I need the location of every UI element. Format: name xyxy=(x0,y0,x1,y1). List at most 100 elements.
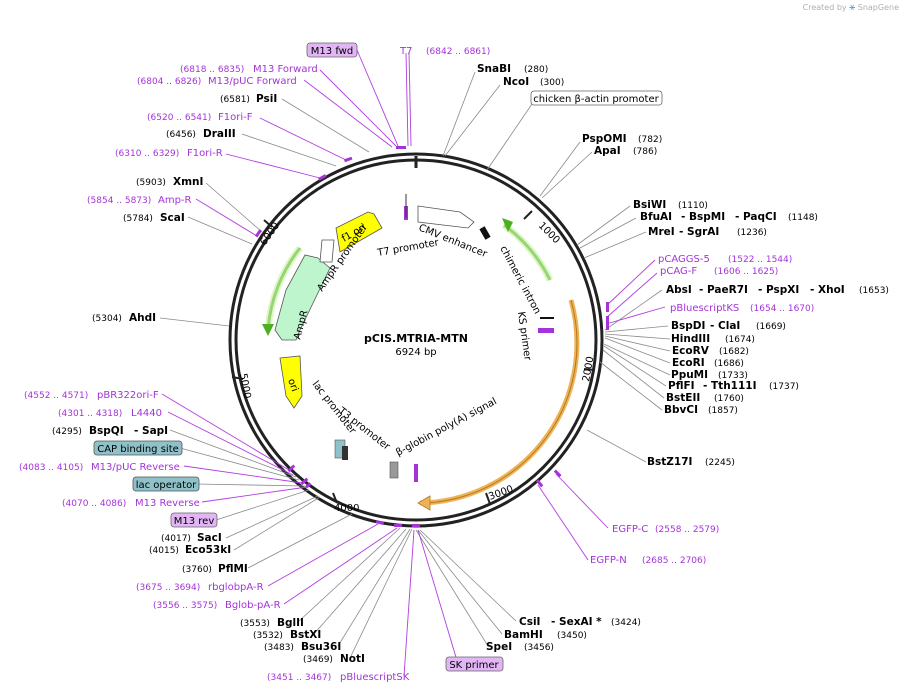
m13rev-label: M13 rev xyxy=(174,516,215,527)
tick-1000: 1000 xyxy=(536,220,562,246)
csii-sep1: - SexAI * xyxy=(551,616,602,628)
bsiwi-name: BsiWI xyxy=(633,199,666,211)
hindiii-name: HindIII xyxy=(671,333,710,345)
m13rev-box xyxy=(170,512,218,528)
eco53ki-pos: (4015) xyxy=(149,546,179,556)
m13puc-rev-pos: (4083 .. 4105) xyxy=(19,463,83,473)
label-ori: ori xyxy=(285,377,300,393)
bfuai-sep1: - BspMI xyxy=(681,211,725,223)
lac-cluster-b xyxy=(342,446,348,460)
bbvci-name: BbvCI xyxy=(664,404,698,416)
mrei-sep1: - SgrAI xyxy=(679,226,719,238)
m13fwd-label: M13 fwd xyxy=(311,46,353,57)
tick-2000: 2000 xyxy=(581,356,596,383)
l4440-name: L4440 xyxy=(131,408,162,419)
snapgene-credit: Created by ⚹ SnapGene xyxy=(803,2,899,13)
scai-pos: (5784) xyxy=(123,214,153,224)
m13puc-fwd-pos: (6804 .. 6826) xyxy=(137,77,201,87)
lac-operator-box xyxy=(132,476,200,492)
bstxi-pos: (3532) xyxy=(253,631,283,641)
f1ori-r-pos: (6310 .. 6329) xyxy=(115,149,179,159)
snabi-pos: (280) xyxy=(524,65,548,75)
bsteii-name: BstEII xyxy=(666,392,700,404)
right-leaders xyxy=(405,52,671,647)
pspomi-pos: (782) xyxy=(638,135,662,145)
label-lac-promoter: lac promoter xyxy=(310,379,359,437)
cap-site-box xyxy=(93,440,183,456)
sk-primer-mark xyxy=(414,464,418,482)
snabi-name: SnaBI xyxy=(477,63,511,75)
ampr-primer-pos: (5854 .. 5873) xyxy=(87,196,151,206)
pbluescriptks-name: pBluescriptKS xyxy=(670,303,739,314)
bglii-name: BglII xyxy=(277,617,304,629)
chicken-promoter-label: chicken β-actin promoter xyxy=(533,94,659,105)
spei-pos: (3456) xyxy=(524,643,554,653)
bfuai-sep2: - PaqCI xyxy=(735,211,777,223)
bsiwi-pos: (1110) xyxy=(678,201,708,211)
m13puc-rev-name: M13/pUC Reverse xyxy=(91,462,180,473)
ahdi-name: AhdI xyxy=(129,312,156,324)
tick-4000: 4000 xyxy=(334,503,359,514)
bstz17i-pos: (2245) xyxy=(705,458,735,468)
absi-sep1: - PaeR7I xyxy=(699,284,748,296)
pflfi-name: PflFI xyxy=(668,380,695,392)
bglob-pos: (3556 .. 3575) xyxy=(153,601,217,611)
label-ks-primer: KS primer xyxy=(515,311,533,362)
credit-prefix: Created by xyxy=(802,3,847,12)
bstxi-name: BstXI xyxy=(290,629,321,641)
pcaggs5-name: pCAGGS-5 xyxy=(658,254,710,265)
m13fwd-long-pos: (6818 .. 6835) xyxy=(180,65,244,75)
m13fwd-long-name: M13 Forward xyxy=(253,64,318,75)
bstz17i-name: BstZ17I xyxy=(647,456,692,468)
l4440-pos: (4301 .. 4318) xyxy=(58,409,122,419)
pspomi-name: PspOMI xyxy=(582,133,627,145)
bfuai-pos: (1148) xyxy=(788,213,818,223)
f1ori-r-name: F1ori-R xyxy=(187,148,223,159)
ampr-outer-arc-glow xyxy=(264,245,303,331)
egfpn-name: EGFP-N xyxy=(590,555,627,566)
ahdi-pos: (5304) xyxy=(92,314,122,324)
ampr-primer-name: Amp-R xyxy=(158,195,192,206)
label-t7-promoter: T7 promoter xyxy=(376,237,441,259)
saci-name: SacI xyxy=(197,532,222,544)
psii-pos: (6581) xyxy=(220,95,250,105)
m13fwd-box xyxy=(306,42,358,58)
egfpn-pos: (2685 .. 2706) xyxy=(642,556,706,566)
credit-brand: SnapGene xyxy=(857,3,899,12)
sk-primer-label: SK primer xyxy=(449,660,499,671)
ppumi-name: PpuMI xyxy=(671,369,708,381)
pflmi-pos: (3760) xyxy=(182,565,212,575)
primer-dashes xyxy=(254,146,609,527)
f1ori-f-pos: (6520 .. 6541) xyxy=(147,113,211,123)
f1ori-feature xyxy=(335,211,383,253)
rbglob-name: rbglobpA-R xyxy=(208,582,264,593)
absi-sep2: - PspXI xyxy=(758,284,799,296)
noti-pos: (3469) xyxy=(303,655,333,665)
bsteii-pos: (1760) xyxy=(714,394,744,404)
bspqi-name: BspQI xyxy=(89,425,124,437)
absi-name: AbsI xyxy=(666,284,692,296)
ecori-pos: (1686) xyxy=(714,359,744,369)
bglii-pos: (3553) xyxy=(240,619,270,629)
saci-pos: (4017) xyxy=(161,534,191,544)
csii-pos: (3424) xyxy=(611,618,641,628)
absi-pos: (1653) xyxy=(859,286,889,296)
ks-primer-mark xyxy=(538,328,554,333)
bglob-name: Bglob-pA-R xyxy=(225,600,281,611)
ppumi-pos: (1733) xyxy=(718,371,748,381)
m13rev-long-name: M13 Reverse xyxy=(135,498,200,509)
egfp-arc-core xyxy=(425,299,578,504)
pcaggs5-pos: (1522 .. 1544) xyxy=(728,255,792,265)
label-globin-signal: β-globin poly(A) signal xyxy=(394,396,498,459)
apai-pos: (786) xyxy=(633,147,657,157)
egfpc-name: EGFP-C xyxy=(612,524,648,535)
m13puc-fwd-name: M13/pUC Forward xyxy=(208,76,297,87)
pbr322-name: pBR322ori-F xyxy=(97,390,159,401)
xmni-name: XmnI xyxy=(173,176,203,188)
egfpc-pos: (2558 .. 2579) xyxy=(655,525,719,535)
ncoi-pos: (300) xyxy=(540,78,564,88)
absi-sep3: - XhoI xyxy=(810,284,845,296)
apai-name: ApaI xyxy=(594,145,621,157)
snapgene-logo-icon: ⚹ xyxy=(849,2,856,13)
